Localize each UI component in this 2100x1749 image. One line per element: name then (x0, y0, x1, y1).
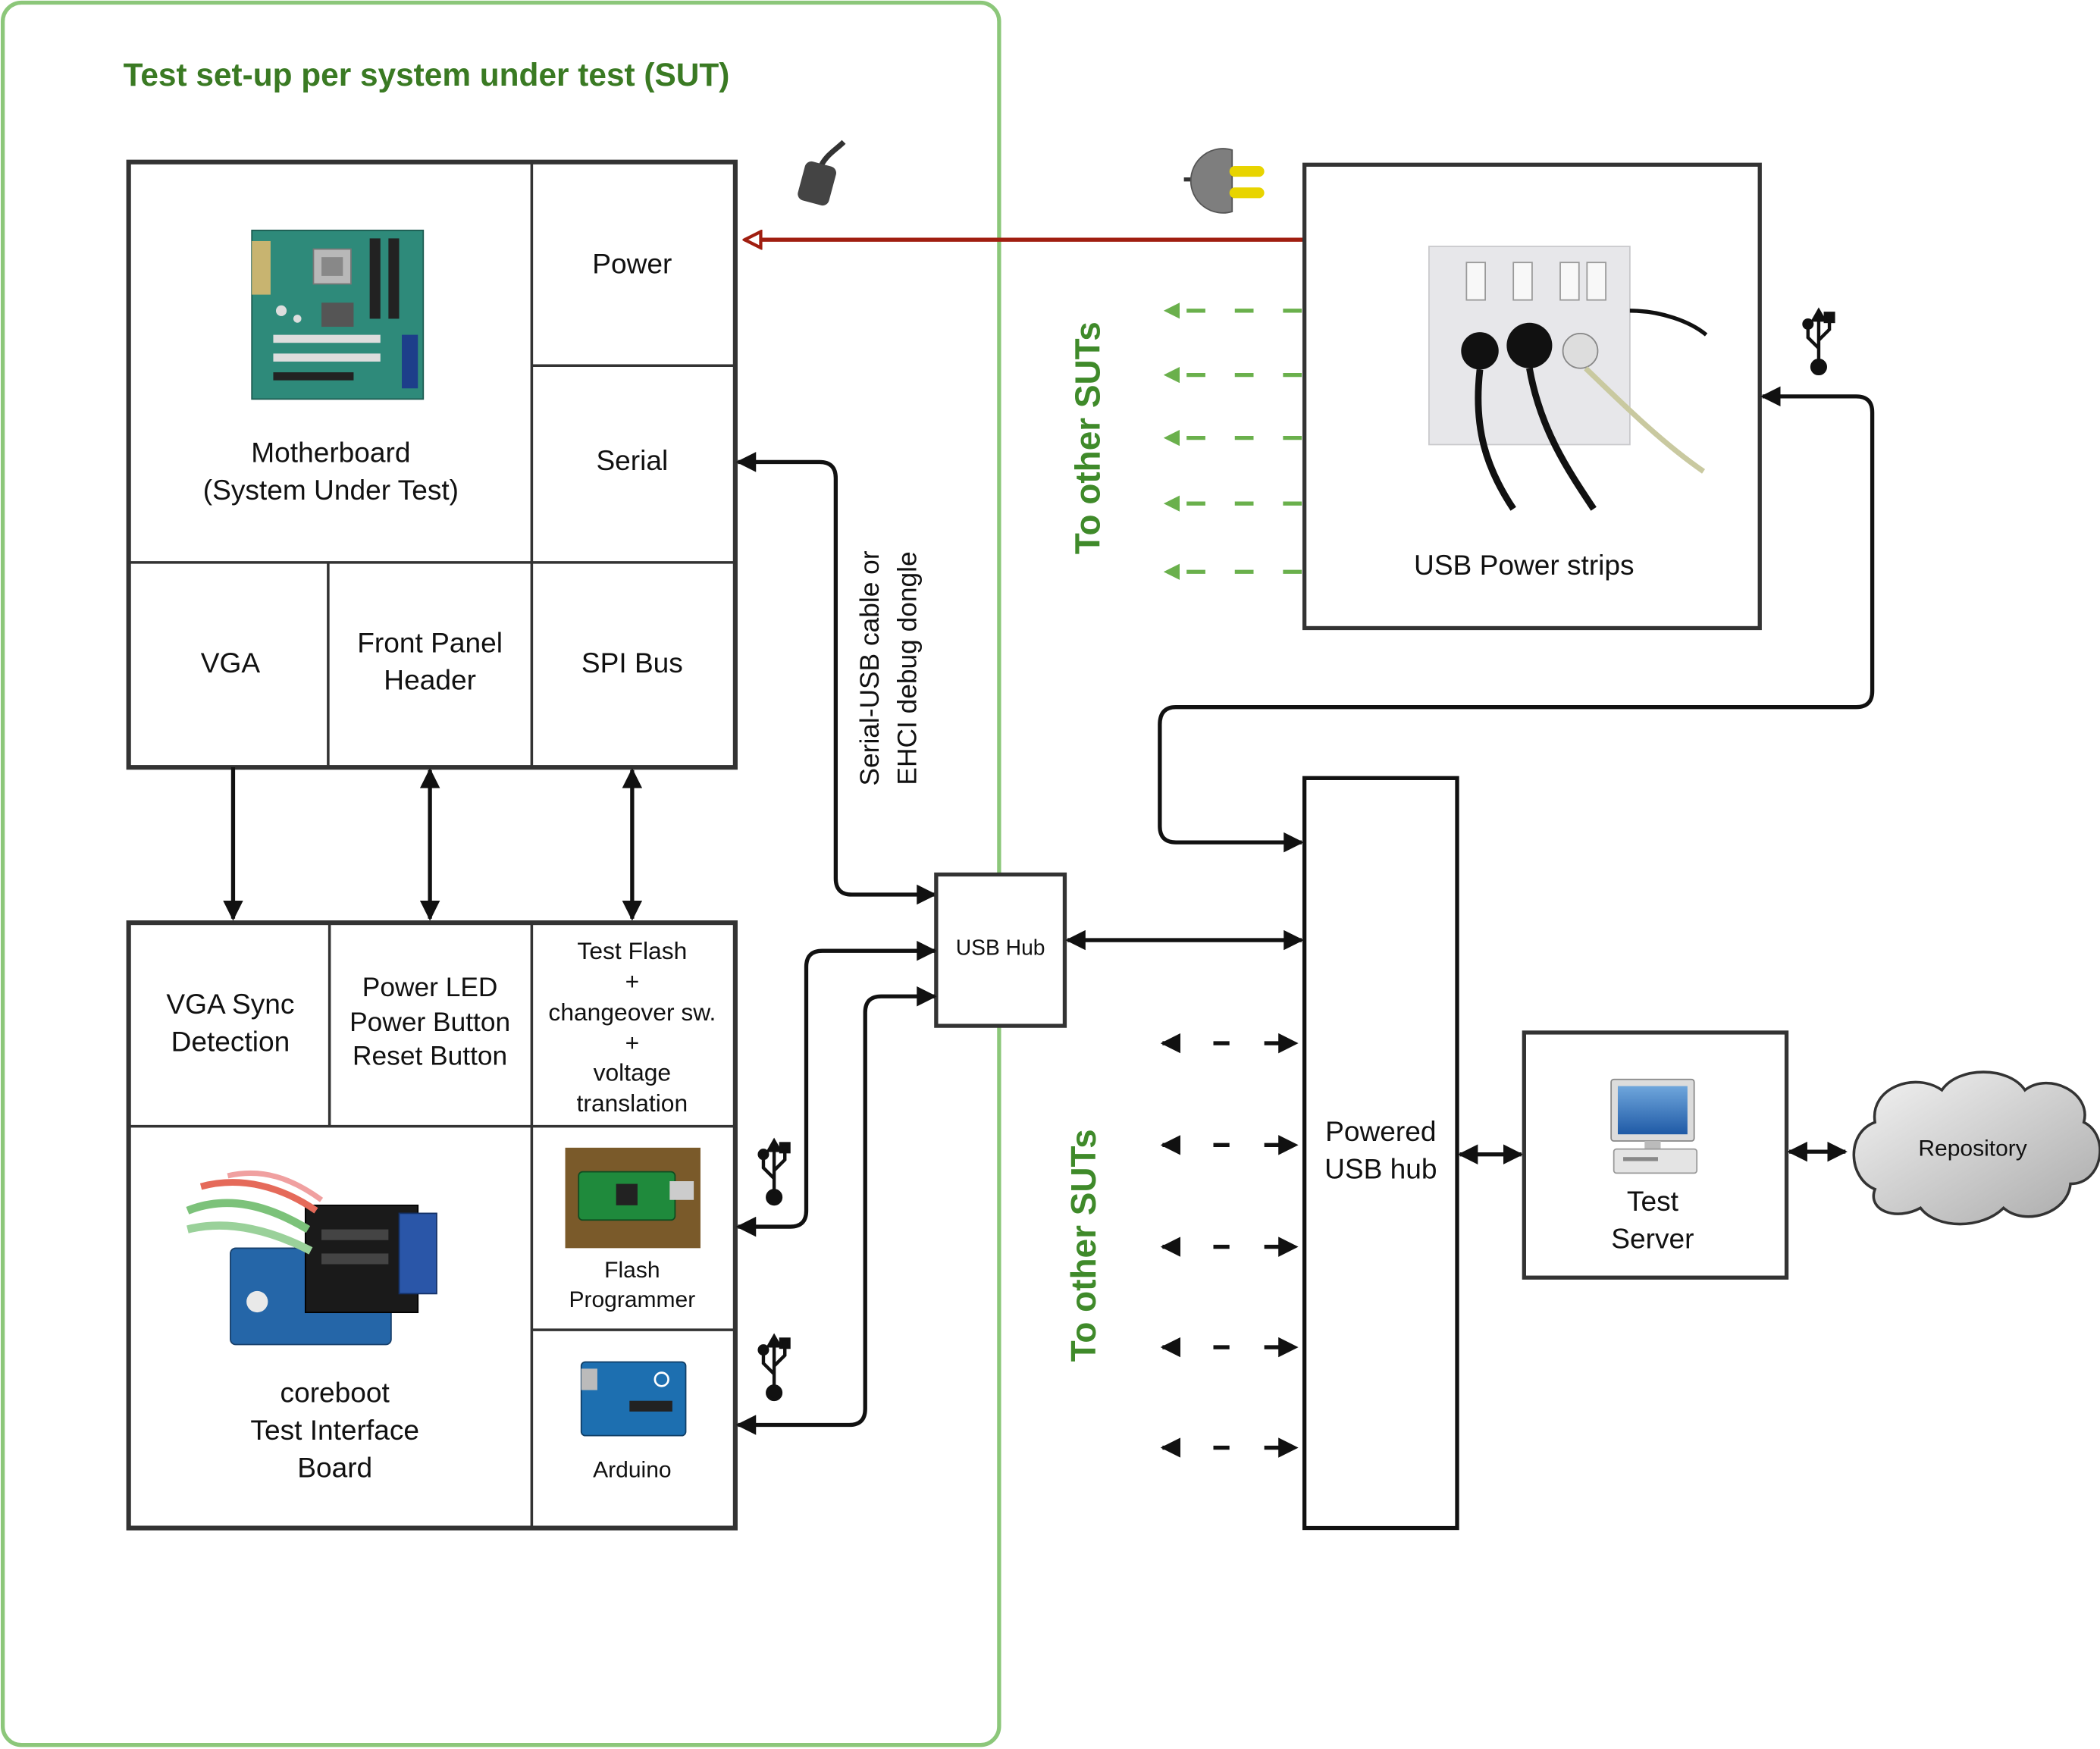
voltage-label: voltage (594, 1059, 671, 1086)
plug-icon (1183, 148, 1265, 214)
arduino-image (580, 1361, 687, 1437)
to-other-suts-label-top: To other SUTs (1067, 321, 1107, 554)
motherboard-sublabel: (System Under Test) (203, 474, 459, 506)
vga-port-label: VGA (201, 647, 261, 679)
flash-programmer-usb-arrow (735, 940, 937, 1237)
powered-hub-label: Powered (1325, 1115, 1436, 1147)
powered-hub-sublabel: USB hub (1324, 1152, 1437, 1184)
arduino-usb-arrow (735, 986, 937, 1435)
powered-hub-outline (1302, 776, 1459, 1531)
computer-icon (1610, 1078, 1698, 1174)
reset-button-label: Reset Button (353, 1041, 507, 1070)
repository-cloud: Repository (1852, 1070, 2100, 1226)
interface-board-label: coreboot (281, 1376, 390, 1408)
power-strips-label: USB Power strips (1414, 549, 1635, 581)
vga-sync-sublabel: Detection (171, 1026, 290, 1058)
usb-icon (757, 1137, 791, 1206)
motherboard-label: Motherboard (251, 436, 410, 468)
power-button-label: Power Button (349, 1008, 510, 1037)
motherboard-block: Motherboard (System Under Test) Power Se… (126, 159, 738, 770)
flash-programmer-sublabel: Programmer (569, 1287, 695, 1312)
serial-cable-sublabel: EHCI debug dongle (892, 551, 922, 785)
serial-cable-label: Serial-USB cable or (855, 550, 885, 785)
interface-board-image (186, 1170, 437, 1346)
usb-icon (1802, 307, 1835, 376)
interface-board-sublabel2: Board (297, 1451, 372, 1483)
usb-power-strips-block: USB Power strips (1302, 162, 1762, 631)
power-led-label: Power LED (362, 973, 498, 1002)
usb-to-other-suts (1160, 1033, 1299, 1458)
serial-port-label: Serial (596, 444, 668, 476)
test-flash-label: Test Flash (577, 937, 687, 964)
power-cord-icon (798, 139, 846, 206)
usb-icon (757, 1333, 791, 1402)
test-server-label: Test (1627, 1185, 1679, 1217)
interface-board-sublabel: Test Interface (250, 1414, 419, 1446)
plus-label: + (625, 967, 640, 995)
test-server-sublabel: Server (1611, 1222, 1694, 1254)
power-port-label: Power (592, 247, 672, 279)
test-interface-block: VGA Sync Detection Power LED Power Butto… (126, 920, 738, 1531)
serial-usb-cable-arrow (735, 452, 937, 905)
powered-hub-to-strips-arrow (1158, 386, 1875, 853)
usb-hub-outline (934, 872, 1067, 1028)
motherboard-outline (126, 159, 738, 770)
front-panel-sublabel: Header (384, 664, 476, 696)
translation-label: translation (577, 1089, 688, 1117)
flash-programmer-label: Flash (604, 1258, 660, 1283)
arduino-label: Arduino (593, 1457, 671, 1482)
plus-label: + (625, 1030, 640, 1057)
power-to-other-suts (1163, 302, 1302, 580)
changeover-label: changeover sw. (548, 998, 716, 1026)
sut-group-title: Test set-up per system under test (SUT) (124, 57, 730, 92)
flash-programmer-image (565, 1147, 701, 1249)
spi-bus-label: SPI Bus (581, 647, 683, 679)
usb-hub-block: USB Hub (934, 872, 1067, 1028)
powered-usb-hub-block: Powered USB hub (1302, 776, 1459, 1531)
motherboard-image (251, 229, 425, 400)
to-other-suts-label-bottom: To other SUTs (1064, 1129, 1103, 1362)
vga-sync-label: VGA Sync (166, 988, 294, 1020)
usb-hub-label: USB Hub (956, 935, 1045, 959)
repository-label: Repository (1918, 1136, 2026, 1161)
front-panel-label: Front Panel (357, 626, 503, 658)
test-server-block: Test Server (1522, 1030, 1789, 1280)
